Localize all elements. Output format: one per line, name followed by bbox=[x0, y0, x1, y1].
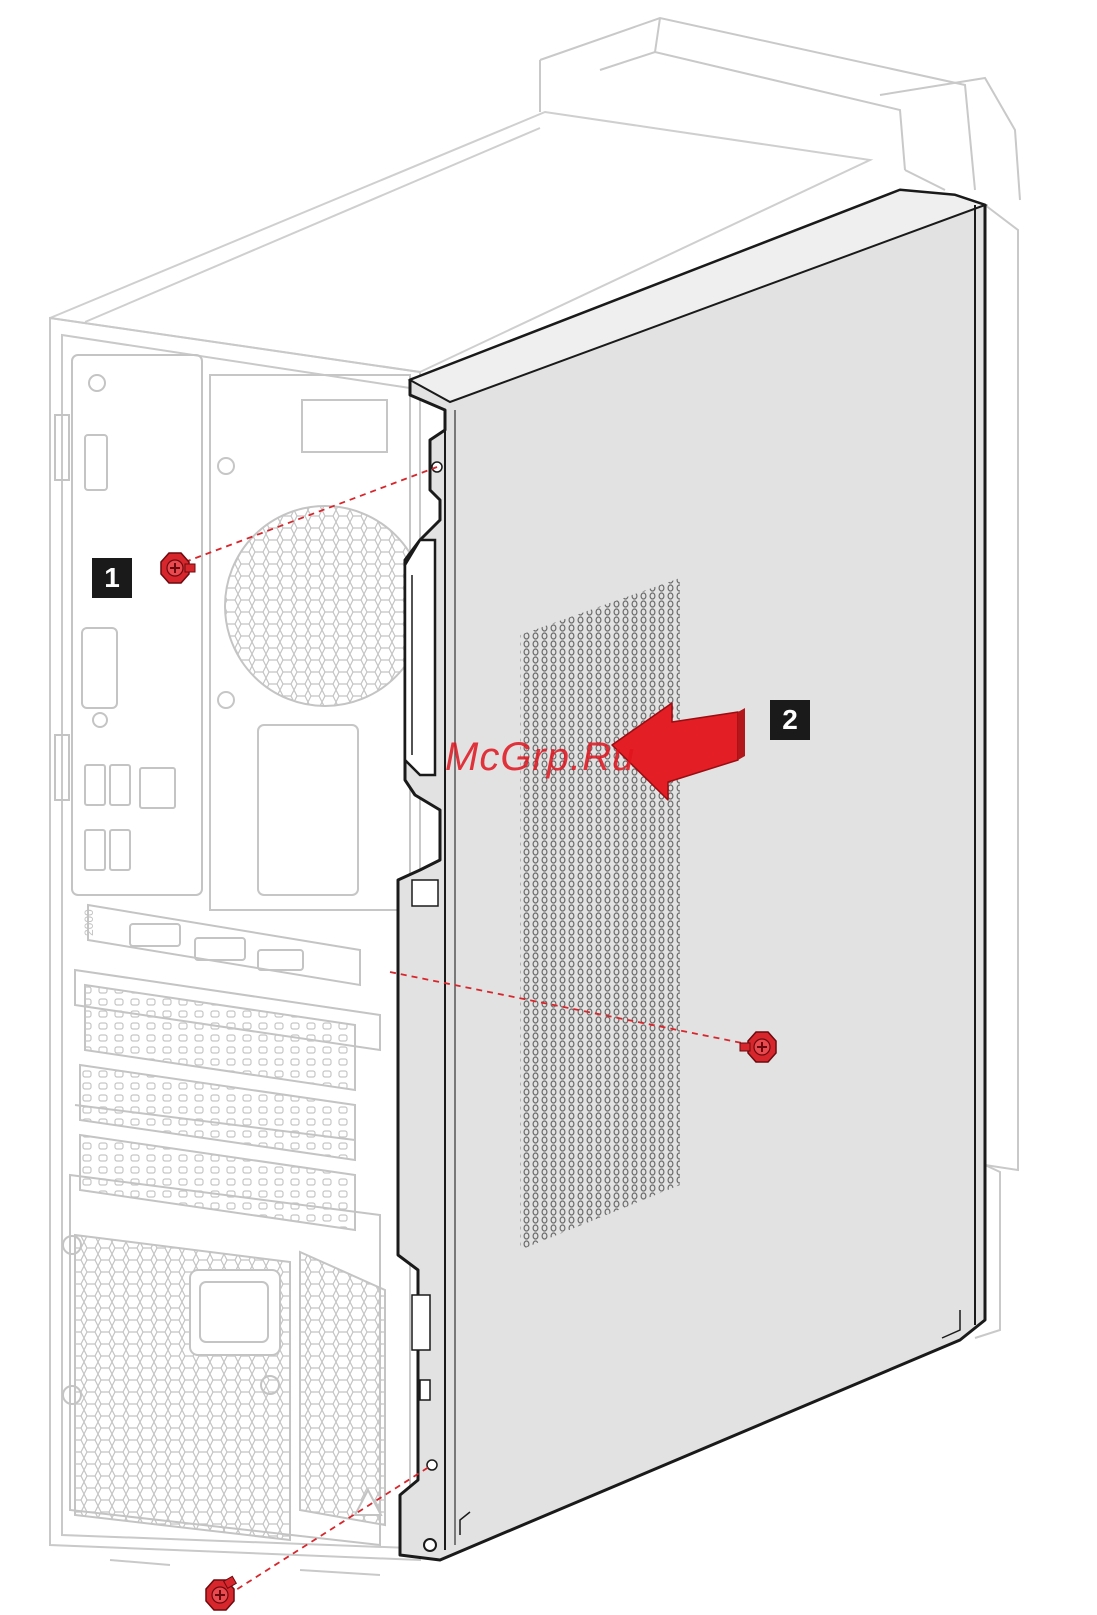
step-2-badge: 2 bbox=[770, 700, 810, 740]
graphics-card-bracket bbox=[88, 905, 360, 985]
expansion-slot-covers bbox=[75, 970, 380, 1230]
watermark-text: McGrp.Ru bbox=[445, 735, 635, 780]
thumbscrew-icon bbox=[161, 553, 195, 583]
gpu-model-label: 2000 bbox=[82, 909, 96, 936]
io-shield bbox=[55, 355, 202, 895]
chassis-feet bbox=[110, 1560, 380, 1575]
top-handle bbox=[540, 18, 1020, 200]
thumbscrew-icon bbox=[206, 1576, 236, 1610]
side-cover-panel bbox=[398, 190, 1018, 1560]
rear-fan-grille bbox=[210, 375, 425, 910]
power-supply-unit bbox=[63, 1175, 385, 1545]
step-1-badge: 1 bbox=[92, 558, 132, 598]
